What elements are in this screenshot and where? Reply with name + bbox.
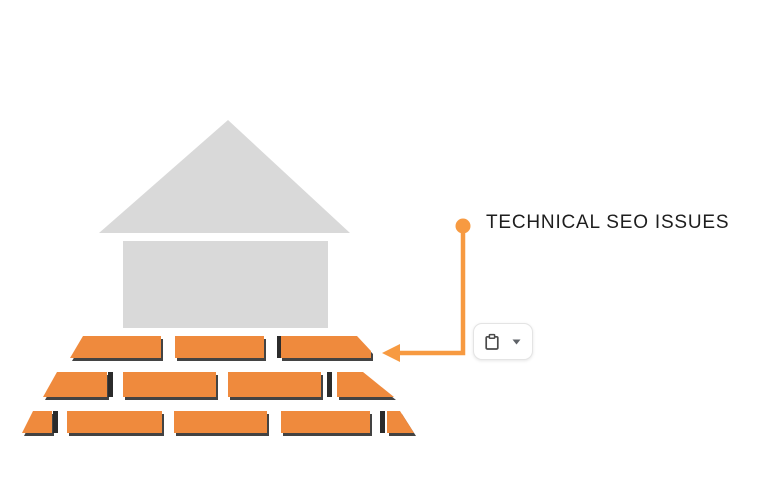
- brick-gap-mark: [277, 336, 281, 358]
- brick: [22, 411, 52, 433]
- brick-gap-mark: [380, 411, 385, 433]
- brick: [387, 411, 414, 433]
- clipboard-icon: [483, 333, 501, 351]
- callout-arrowhead: [382, 344, 400, 362]
- brick: [70, 336, 161, 358]
- brick: [337, 372, 394, 397]
- callout-dot: [455, 218, 471, 234]
- callout-label: TECHNICAL SEO ISSUES: [486, 212, 730, 233]
- brick-gap-marks: [53, 336, 385, 433]
- paste-button[interactable]: [473, 323, 533, 360]
- caret-down-icon: [512, 339, 521, 344]
- paste-dropdown-toggle[interactable]: [510, 337, 523, 347]
- brick: [280, 336, 371, 358]
- callout-connector: [382, 218, 471, 362]
- brick: [175, 336, 264, 358]
- brick-foundation: [22, 336, 414, 433]
- brick: [281, 411, 370, 433]
- brick: [43, 372, 107, 397]
- brick-gap-mark: [108, 372, 113, 397]
- house-body: [123, 241, 328, 328]
- callout-line: [399, 230, 466, 356]
- brick-gap-mark: [53, 411, 58, 433]
- brick: [228, 372, 321, 397]
- brick: [67, 411, 162, 433]
- house-roof: [99, 120, 350, 233]
- brick: [174, 411, 267, 433]
- brick: [123, 372, 216, 397]
- brick-gap-mark: [327, 372, 332, 397]
